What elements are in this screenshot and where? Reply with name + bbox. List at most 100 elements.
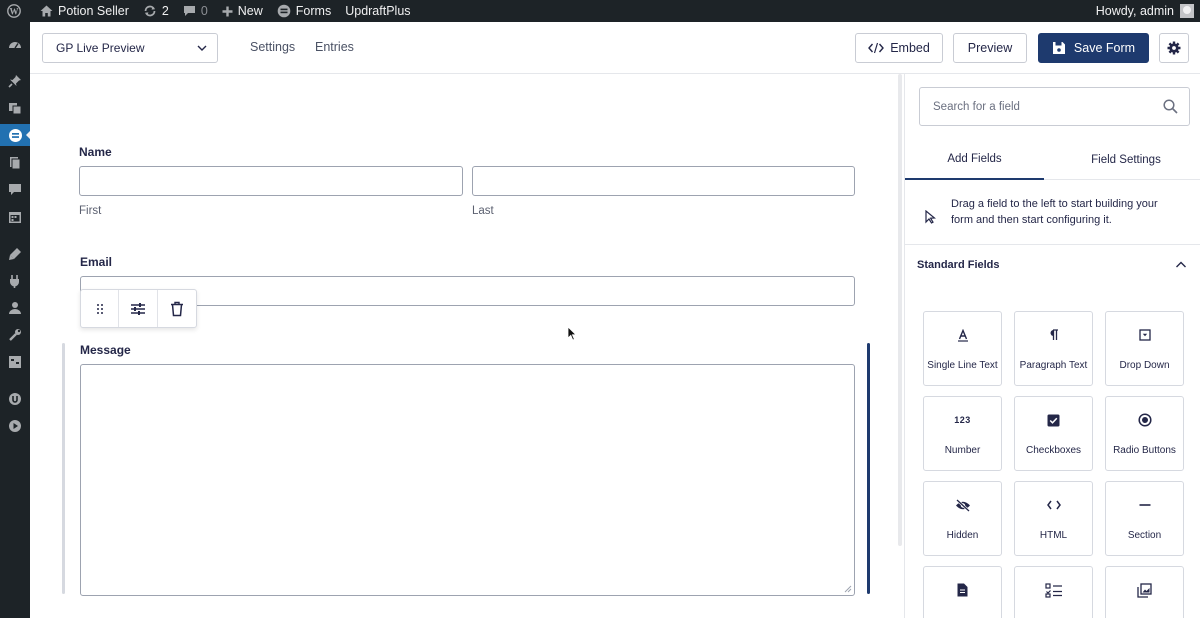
section-icon [1139, 504, 1150, 506]
field-tile-number[interactable]: 123 Number [923, 396, 1002, 471]
document-icon [957, 583, 968, 597]
field-tile-section[interactable]: Section [1105, 481, 1184, 556]
gravity-forms-icon [277, 4, 291, 18]
tools-icon[interactable] [0, 324, 30, 346]
save-icon [1052, 42, 1065, 54]
selection-guide-left [62, 343, 65, 594]
updates-count: 2 [161, 4, 169, 18]
form-switcher-dropdown[interactable]: GP Live Preview [42, 33, 218, 63]
html-icon [1046, 500, 1061, 510]
gear-icon [1167, 41, 1181, 55]
howdy-text: Howdy, admin [1095, 4, 1174, 18]
preview-label: Preview [967, 41, 1013, 55]
appearance-icon[interactable] [0, 243, 30, 265]
tab-add-fields[interactable]: Add Fields [905, 140, 1044, 180]
tab-field-settings[interactable]: Field Settings [1051, 140, 1200, 180]
field-tile-label: Hidden [946, 530, 979, 541]
last-sublabel: Last [472, 205, 494, 217]
paragraph-icon [1050, 329, 1058, 340]
drag-hint-text: Drag a field to the left to start buildi… [951, 198, 1158, 226]
field-settings-button[interactable] [119, 290, 158, 327]
name-field-label: Name [79, 145, 112, 159]
mouse-cursor-icon [567, 326, 577, 341]
drag-handle-icon [96, 303, 103, 314]
field-tile-label: Radio Buttons [1113, 445, 1176, 456]
number-icon: 123 [954, 415, 971, 425]
updates-link[interactable]: 2 [136, 0, 176, 22]
last-name-input[interactable] [472, 166, 855, 196]
updraftplus-link[interactable]: UpdraftPlus [338, 0, 417, 22]
field-tile-checkboxes[interactable]: Checkboxes [1014, 396, 1093, 471]
drag-handle[interactable] [81, 290, 120, 327]
field-tile-label: Paragraph Text [1019, 360, 1088, 371]
users-icon[interactable] [0, 297, 30, 319]
field-tile-drop-down[interactable]: Drop Down [1105, 311, 1184, 386]
email-field-label: Email [80, 255, 113, 269]
field-tile-hidden[interactable]: Hidden [923, 481, 1002, 556]
wordpress-logo-icon[interactable]: W [0, 0, 33, 22]
forms-menu-icon[interactable] [0, 124, 31, 146]
embed-label: Embed [890, 41, 930, 55]
field-tile-multiple-choice[interactable] [1014, 566, 1093, 618]
first-name-input[interactable] [79, 166, 463, 196]
sidebar-scrollbar[interactable] [1194, 74, 1200, 618]
updraft-menu-icon[interactable] [0, 388, 30, 410]
sliders-icon [131, 302, 146, 315]
home-icon [40, 5, 53, 17]
chevron-down-icon [197, 45, 207, 51]
my-account-link[interactable]: Howdy, admin [1096, 4, 1200, 18]
dashboard-icon[interactable] [0, 35, 30, 57]
field-tile-label: Number [944, 445, 981, 456]
field-tile-html[interactable]: HTML [1014, 481, 1093, 556]
pages-icon[interactable] [0, 152, 30, 174]
canvas-scrollbar[interactable] [898, 74, 902, 546]
new-content-link[interactable]: New [215, 0, 270, 22]
field-tile-label: HTML [1039, 530, 1068, 541]
form-canvas: Name First Last Email Message [30, 74, 902, 618]
posts-pin-icon[interactable] [0, 70, 30, 92]
field-tile-single-line-text[interactable]: Single Line Text [923, 311, 1002, 386]
standard-fields-section-toggle[interactable]: Standard Fields [905, 246, 1200, 286]
embed-button[interactable]: Embed [855, 33, 943, 63]
settings-link[interactable]: Settings [250, 40, 296, 54]
field-search-input[interactable]: Search for a field [919, 87, 1190, 126]
plugins-icon[interactable] [0, 270, 30, 292]
code-icon [868, 42, 885, 54]
resize-handle-icon[interactable] [844, 585, 852, 593]
field-tile-page[interactable] [923, 566, 1002, 618]
admin-bar: W Potion Seller 2 0 New Forms UpdraftPlu… [0, 0, 1200, 22]
forms-label: Forms [295, 4, 332, 18]
site-name-link[interactable]: Potion Seller [33, 0, 136, 22]
comments-count: 0 [200, 4, 208, 18]
forms-link[interactable]: Forms [270, 0, 338, 22]
form-editor-toolbar: GP Live Preview Settings Entries Embed P… [30, 22, 1200, 74]
field-tile-radio-buttons[interactable]: Radio Buttons [1105, 396, 1184, 471]
field-tile-image-choice[interactable] [1105, 566, 1184, 618]
form-settings-button[interactable] [1159, 33, 1189, 63]
email-input[interactable] [80, 276, 855, 306]
settings-menu-icon[interactable] [0, 351, 30, 373]
field-action-toolbar [80, 289, 197, 328]
field-tile-label: Section [1127, 530, 1162, 541]
play-circle-icon[interactable] [0, 415, 30, 437]
calendar-icon[interactable] [0, 206, 30, 228]
media-icon[interactable] [0, 97, 30, 119]
plus-icon [222, 6, 233, 16]
drag-hint: Drag a field to the left to start buildi… [905, 180, 1200, 245]
preview-button[interactable]: Preview [953, 33, 1027, 63]
comments-link[interactable]: 0 [176, 0, 215, 22]
first-sublabel: First [79, 205, 102, 217]
field-tile-paragraph-text[interactable]: Paragraph Text [1014, 311, 1093, 386]
comments-menu-icon[interactable] [0, 179, 30, 201]
tab-field-settings-label: Field Settings [1091, 154, 1161, 166]
field-search-placeholder: Search for a field [933, 100, 1020, 113]
checkbox-icon [1047, 414, 1060, 426]
save-form-button[interactable]: Save Form [1038, 33, 1149, 63]
entries-link[interactable]: Entries [315, 40, 354, 54]
svg-text:W: W [10, 7, 19, 17]
delete-field-button[interactable] [158, 290, 196, 327]
message-textarea[interactable] [80, 364, 855, 596]
pointer-icon [925, 210, 936, 224]
form-switcher-value: GP Live Preview [56, 41, 145, 55]
sidebar-tabs: Add Fields Field Settings [905, 140, 1200, 180]
